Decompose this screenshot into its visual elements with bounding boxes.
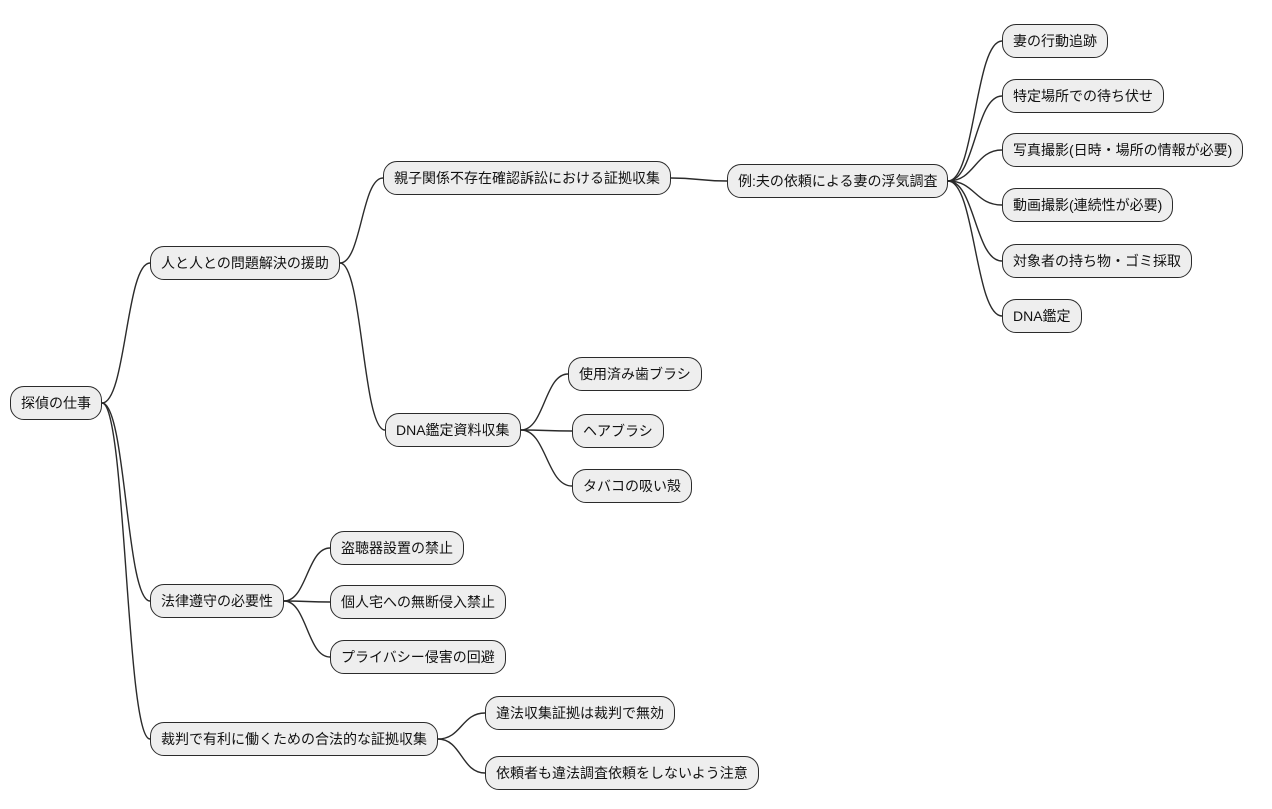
node-no-trespassing[interactable]: 個人宅への無断侵入禁止 — [330, 585, 506, 619]
connector-affair-investigation-example-to-stakeout — [947, 95, 1003, 182]
node-belongings-trash-collection[interactable]: 対象者の持ち物・ゴミ採取 — [1002, 244, 1192, 278]
connector-dna-sample-collection-to-hairbrush — [520, 429, 573, 432]
connector-dna-sample-collection-to-cigarette-butts — [520, 429, 573, 487]
node-legal-compliance[interactable]: 法律遵守の必要性 — [150, 584, 284, 618]
connector-legal-compliance-to-no-wiretapping — [283, 547, 331, 602]
node-detective-work[interactable]: 探偵の仕事 — [10, 386, 102, 420]
connector-affair-investigation-example-to-video-evidence — [947, 180, 1003, 206]
node-affair-investigation-example[interactable]: 例:夫の依頼による妻の浮気調査 — [727, 164, 949, 198]
node-paternity-lawsuit-evidence[interactable]: 親子関係不存在確認訴訟における証拠収集 — [383, 161, 671, 195]
node-photo-evidence[interactable]: 写真撮影(日時・場所の情報が必要) — [1002, 133, 1244, 167]
node-dna-sample-collection[interactable]: DNA鑑定資料収集 — [385, 413, 521, 447]
node-legal-evidence-for-court[interactable]: 裁判で有利に働くための合法的な証拠収集 — [150, 722, 438, 756]
connector-problem-solving-support-to-dna-sample-collection — [339, 262, 386, 431]
connector-problem-solving-support-to-paternity-lawsuit-evidence — [339, 177, 384, 264]
node-avoid-privacy-violation[interactable]: プライバシー侵害の回避 — [330, 640, 506, 674]
connector-affair-investigation-example-to-wife-tracking — [947, 40, 1003, 182]
connector-detective-work-to-legal-evidence-for-court — [101, 402, 151, 740]
connector-dna-sample-collection-to-used-toothbrush — [520, 373, 569, 431]
connector-legal-compliance-to-no-trespassing — [283, 600, 331, 603]
node-client-caution[interactable]: 依頼者も違法調査依頼をしないよう注意 — [485, 756, 759, 790]
connector-paternity-lawsuit-evidence-to-affair-investigation-example — [670, 177, 728, 182]
connector-affair-investigation-example-to-belongings-trash-collection — [947, 180, 1003, 262]
node-cigarette-butts[interactable]: タバコの吸い殻 — [572, 469, 692, 503]
node-wife-tracking[interactable]: 妻の行動追跡 — [1002, 24, 1108, 58]
node-used-toothbrush[interactable]: 使用済み歯ブラシ — [568, 357, 702, 391]
connector-legal-compliance-to-avoid-privacy-violation — [283, 600, 331, 658]
connector-detective-work-to-problem-solving-support — [101, 262, 151, 404]
connector-detective-work-to-legal-compliance — [101, 402, 151, 602]
node-video-evidence[interactable]: 動画撮影(連続性が必要) — [1002, 188, 1174, 222]
node-problem-solving-support[interactable]: 人と人との問題解決の援助 — [150, 246, 340, 280]
connector-affair-investigation-example-to-photo-evidence — [947, 149, 1003, 182]
node-stakeout[interactable]: 特定場所での待ち伏せ — [1002, 79, 1164, 113]
node-illegal-evidence-invalid[interactable]: 違法収集証拠は裁判で無効 — [485, 696, 675, 730]
connector-legal-evidence-for-court-to-illegal-evidence-invalid — [437, 712, 486, 740]
node-hairbrush[interactable]: ヘアブラシ — [572, 414, 664, 448]
node-no-wiretapping[interactable]: 盗聴器設置の禁止 — [330, 531, 464, 565]
connector-legal-evidence-for-court-to-client-caution — [437, 738, 486, 774]
connector-affair-investigation-example-to-dna-testing — [947, 180, 1003, 317]
node-dna-testing[interactable]: DNA鑑定 — [1002, 299, 1082, 333]
